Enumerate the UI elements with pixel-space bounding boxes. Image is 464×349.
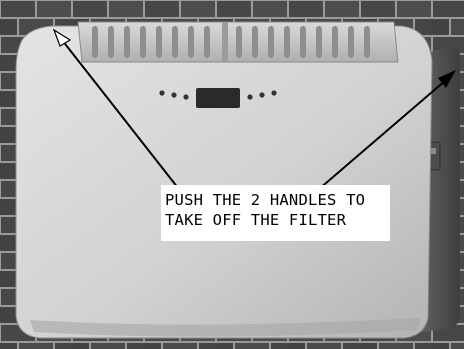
instruction-callout: PUSH THE 2 HANDLES TO TAKE OFF THE FILTE… xyxy=(161,185,390,241)
instruction-line-1: PUSH THE 2 HANDLES TO xyxy=(165,190,386,210)
unit-front-body xyxy=(16,26,432,338)
instruction-line-2: TAKE OFF THE FILTER xyxy=(165,210,386,230)
display-window xyxy=(196,88,240,108)
